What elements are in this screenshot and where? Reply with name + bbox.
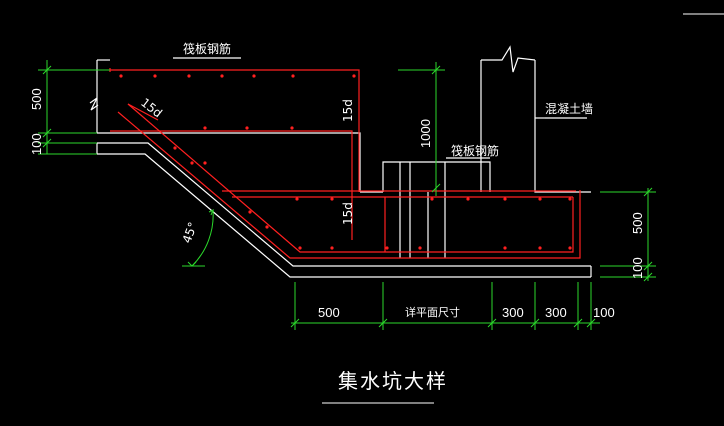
drawing-title: 集水坑大样 [338,369,448,393]
dim-bottom-500: 500 [318,305,340,320]
label-concrete-wall: 混凝土墙 [545,101,593,116]
concrete-outline [89,45,592,278]
dim-bottom-300a: 300 [502,305,524,320]
dim-left-100: 100 [29,133,44,155]
label-raft-rebar-top: 筏板钢筋 [183,41,231,56]
dimension-lines [38,60,656,330]
dim-right-100: 100 [630,257,645,279]
label-angle: 45° [180,220,200,245]
dim-bottom-100: 100 [593,305,615,320]
dim-left-500: 500 [29,88,44,110]
dim-bottom-300b: 300 [545,305,567,320]
dim-bottom-plan: 详平面尺寸 [405,305,460,319]
dim-mid-1000: 1000 [418,119,433,148]
label-raft-rebar-right: 筏板钢筋 [451,143,499,158]
rebar-lines [109,68,581,259]
rebar-dots [119,74,572,250]
label-anchor-upper: 15d [341,99,355,122]
dim-right-500: 500 [630,212,645,234]
label-anchor-lower: 15d [341,202,355,225]
